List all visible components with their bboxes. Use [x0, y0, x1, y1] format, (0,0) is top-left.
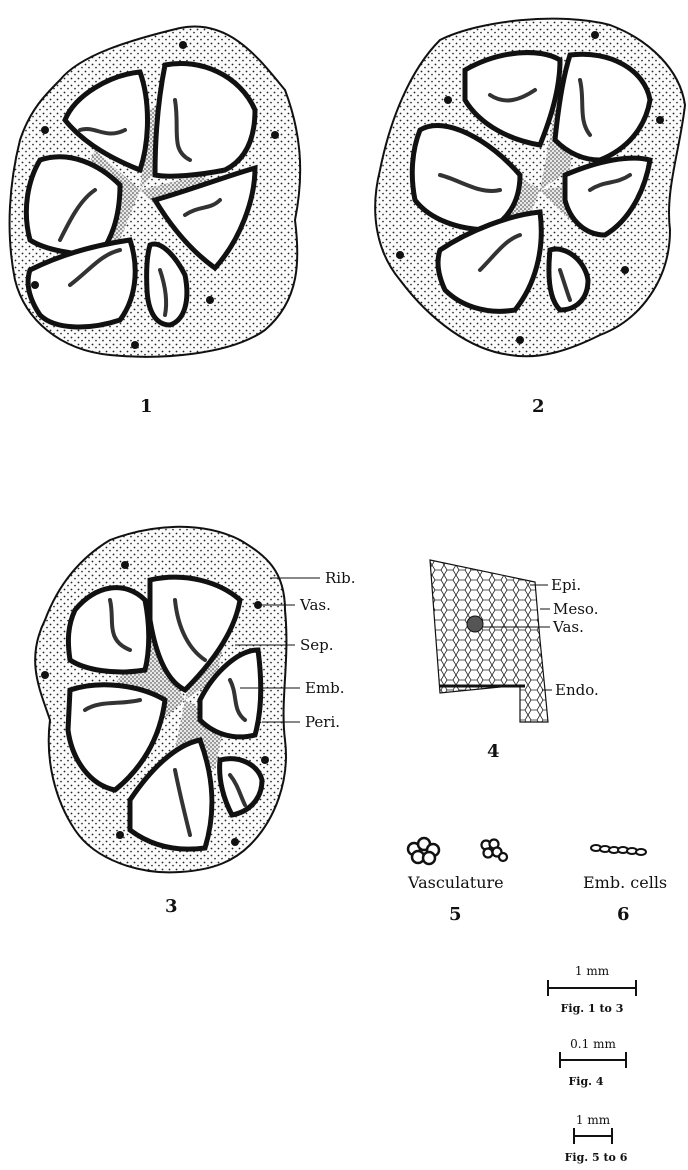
caption-emb-cells: Emb. cells: [583, 873, 667, 892]
vascular-bundle-large: [408, 838, 439, 864]
label-meso: Meso.: [553, 600, 598, 618]
label-peri: Peri.: [305, 713, 340, 731]
scale-bar-1: 1 mm Fig. 1 to 3: [548, 964, 636, 1015]
vascular-bundle-small: [482, 840, 508, 862]
scale2-caption: Fig. 4: [569, 1075, 604, 1088]
label-vas4: Vas.: [552, 618, 584, 636]
fig4-vascular-bundle: [467, 616, 483, 632]
fig4-number: 4: [487, 741, 500, 762]
label-emb: Emb.: [305, 679, 345, 697]
scale1-caption: Fig. 1 to 3: [561, 1002, 624, 1015]
scale3-value: 1 mm: [576, 1113, 611, 1127]
label-vas: Vas.: [299, 596, 331, 614]
scale1-value: 1 mm: [575, 964, 610, 978]
fig3-number: 3: [165, 896, 178, 917]
scale-bar-3: 1 mm Fig. 5 to 6: [565, 1113, 628, 1164]
fig5-number: 5: [449, 904, 462, 925]
label-epi: Epi.: [551, 576, 581, 594]
fig1-locule-left: [26, 157, 120, 255]
figure-3-ovary-section: Rib. Vas. Sep. Emb. Peri. 3: [35, 527, 355, 917]
figure-2-ovary-section: 2: [375, 19, 685, 417]
figure-4-pericarp-tissue: Epi. Meso. Vas. Endo. 4: [430, 560, 599, 762]
figure-6-embryo-cells: Emb. cells 6: [583, 845, 667, 925]
fig2-number: 2: [532, 396, 545, 417]
label-sep: Sep.: [300, 636, 334, 654]
label-endo: Endo.: [555, 681, 599, 699]
emb-cell-chain: [591, 845, 646, 855]
scale-bar-2: 0.1 mm Fig. 4: [560, 1037, 626, 1088]
scale2-value: 0.1 mm: [570, 1037, 616, 1051]
scale3-caption: Fig. 5 to 6: [565, 1151, 628, 1164]
caption-vasculature: Vasculature: [407, 873, 504, 892]
figure-1-ovary-section: 1: [10, 26, 301, 417]
label-rib: Rib.: [325, 569, 355, 587]
fig1-number: 1: [140, 396, 153, 417]
figure-5-vasculature: Vasculature 5: [407, 838, 507, 925]
fig6-number: 6: [617, 904, 630, 925]
fig4-tissue-block: [430, 560, 548, 722]
